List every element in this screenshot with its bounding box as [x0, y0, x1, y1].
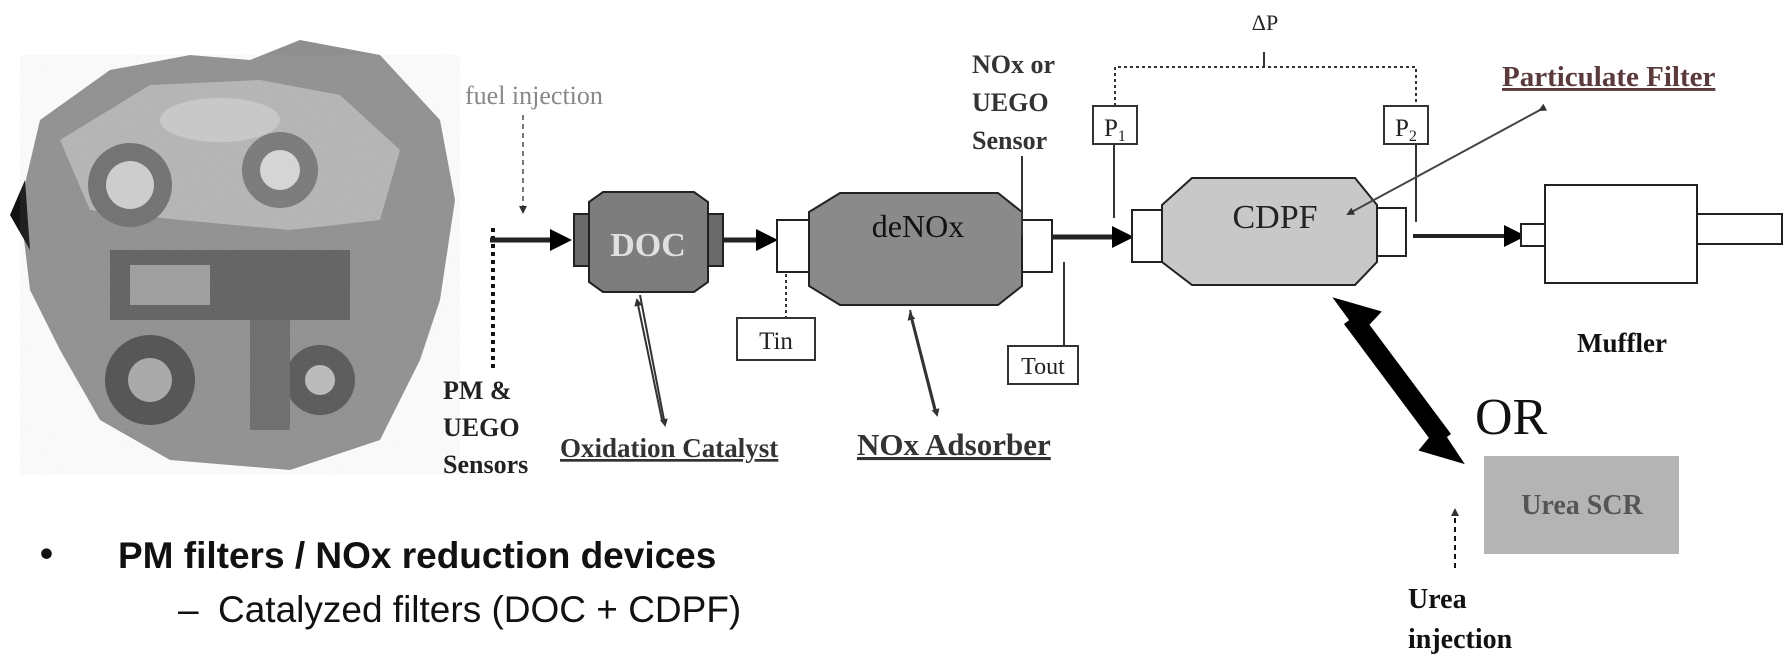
engine-illustration [10, 40, 460, 475]
nox-adsorber-pointer-up [907, 312, 936, 413]
urea-injection-label-line1: Urea [1408, 584, 1467, 615]
bullet-text: PM filters / NOx reduction devices [118, 535, 717, 576]
pm-sensors-label-line3: Sensors [443, 450, 528, 479]
delta-p-label: ΔP [1252, 10, 1278, 35]
cdpf-label: CDPF [1232, 199, 1317, 236]
fuel-injection-label: fuel injection [465, 81, 603, 110]
denox-unit: deNOx [776, 192, 1053, 306]
bullet-marker: • [40, 533, 53, 574]
denox-label: deNOx [872, 208, 964, 244]
oxidation-catalyst-pointer-up [634, 298, 663, 421]
nox-sensor-label-line3: Sensor [972, 126, 1047, 155]
urea-scr-box [1484, 456, 1679, 554]
p1-label: P1 [1104, 115, 1126, 145]
urea-scr-label: Urea SCR [1521, 490, 1643, 521]
nox-adsorber-pointer-down [909, 309, 940, 417]
particulate-filter-pointer [1346, 103, 1548, 215]
nox-sensor-label-line2: UEGO [972, 88, 1049, 117]
p1-box [1092, 105, 1138, 145]
tout-box [1007, 345, 1079, 385]
tout-label: Tout [1021, 354, 1065, 380]
doc-unit: DOC [573, 191, 724, 293]
delta-p-dotted-bracket [1114, 66, 1417, 106]
pm-sensors-label-line2: UEGO [443, 413, 520, 442]
oxidation-catalyst-label: Oxidation Catalyst [560, 433, 778, 463]
nox-sensor-label-line1: NOx or [972, 50, 1055, 79]
urea-injection-label-line2: injection [1408, 624, 1513, 655]
cdpf-scr-double-arrow [1343, 312, 1452, 446]
nox-adsorber-label: NOx Adsorber [857, 427, 1051, 462]
tin-box [736, 317, 816, 361]
doc-label: DOC [610, 227, 686, 264]
muffler-label: Muffler [1577, 328, 1667, 358]
tin-label: Tin [759, 328, 793, 355]
cdpf-unit: CDPF [1131, 177, 1407, 286]
oxidation-catalyst-pointer [639, 294, 668, 427]
sub-bullet-marker: – [178, 589, 199, 630]
particulate-filter-label: Particulate Filter [1502, 61, 1715, 93]
pm-sensors-label-line1: PM & [443, 376, 512, 405]
sub-bullet-text: Catalyzed filters (DOC + CDPF) [218, 589, 742, 630]
or-label: OR [1475, 389, 1548, 446]
muffler-unit [1520, 184, 1783, 284]
